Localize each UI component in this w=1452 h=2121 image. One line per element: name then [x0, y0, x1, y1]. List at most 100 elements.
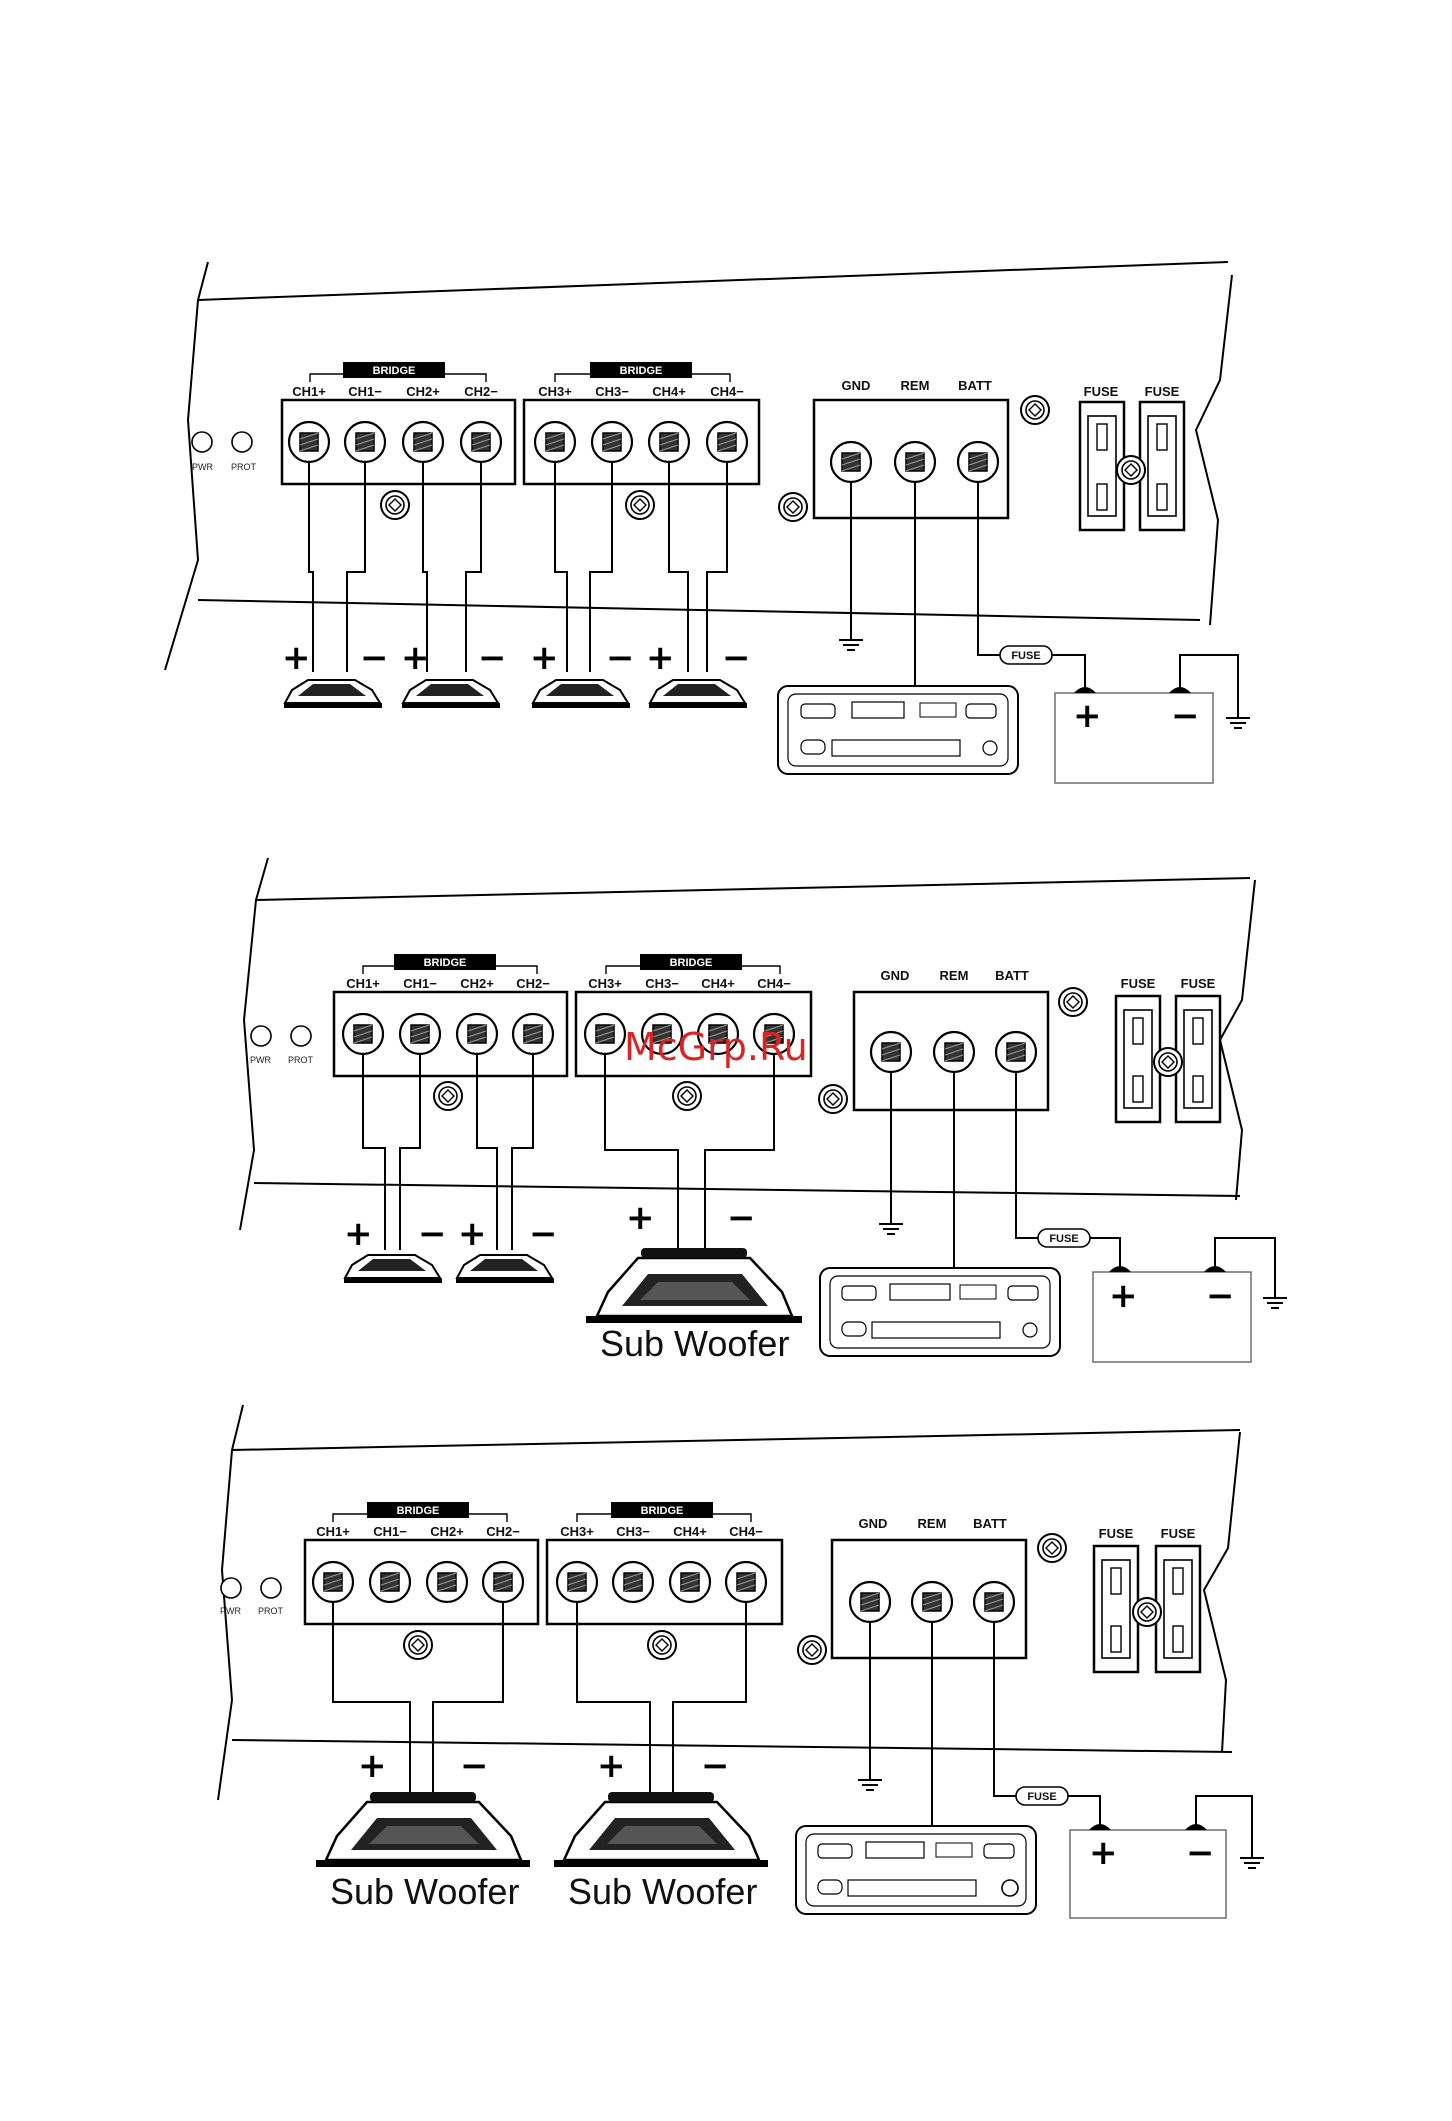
prot-led-label: PROT — [258, 1606, 284, 1616]
inline-fuse-label: FUSE — [1011, 650, 1040, 662]
gnd-label: GND — [859, 1516, 888, 1531]
ch1p-label: CH1+ — [346, 976, 380, 991]
ch4p-label: CH4+ — [652, 384, 686, 399]
plus-sign: + — [458, 1214, 487, 1254]
plus-sign: + — [646, 638, 675, 678]
head-unit — [777, 685, 1019, 775]
pwr-led-label: PWR — [250, 1055, 271, 1065]
diagram-four-channel: PWR PROT BRIDGE BRIDGE CH1+ CH1− CH2+ CH… — [164, 261, 1251, 784]
ch3p-label: CH3+ — [538, 384, 572, 399]
plus-sign: + — [344, 1214, 373, 1254]
batt-label: BATT — [973, 1516, 1007, 1531]
prot-led-label: PROT — [231, 462, 257, 472]
diagram-three-channel: PWR PROT BRIDGE BRIDGE CH1+ CH1− CH2+ CH… — [239, 857, 1288, 1364]
plus-sign: + — [358, 1746, 387, 1786]
ch1m-label: CH1− — [403, 976, 437, 991]
battery-plus: + — [1109, 1276, 1138, 1316]
bridge-label-2: BRIDGE — [641, 1505, 684, 1517]
bridge-label-2: BRIDGE — [620, 365, 663, 377]
fuse-label-left: FUSE — [1121, 976, 1156, 991]
ch3m-label: CH3− — [616, 1524, 650, 1539]
ch3m-label: CH3− — [595, 384, 629, 399]
battery-minus: − — [1186, 1833, 1215, 1873]
fuse-label-right: FUSE — [1161, 1526, 1196, 1541]
ch1p-label: CH1+ — [316, 1524, 350, 1539]
ch1m-label: CH1− — [348, 384, 382, 399]
subwoofer-label-right: Sub Woofer — [568, 1871, 757, 1912]
ch2p-label: CH2+ — [430, 1524, 464, 1539]
head-unit — [819, 1267, 1061, 1357]
plus-sign: + — [282, 638, 311, 678]
head-unit — [795, 1825, 1037, 1915]
ch4m-label: CH4− — [729, 1524, 763, 1539]
minus-sign: − — [727, 1198, 756, 1238]
speaker-ch3 — [531, 679, 630, 708]
battery-plus: + — [1073, 696, 1102, 736]
plus-sign: + — [597, 1746, 626, 1786]
rem-label: REM — [940, 968, 969, 983]
subwoofer-label: Sub Woofer — [600, 1323, 789, 1364]
plus-sign: + — [530, 638, 559, 678]
ch2m-label: CH2− — [464, 384, 498, 399]
inline-fuse-label: FUSE — [1027, 1791, 1056, 1803]
bridge-label-2: BRIDGE — [670, 957, 713, 969]
minus-sign: − — [418, 1214, 447, 1254]
pwr-led-label: PWR — [220, 1606, 241, 1616]
plus-sign: + — [626, 1198, 655, 1238]
ch4p-label: CH4+ — [673, 1524, 707, 1539]
battery-plus: + — [1089, 1833, 1118, 1873]
ch2m-label: CH2− — [516, 976, 550, 991]
bridge-label-1: BRIDGE — [424, 957, 467, 969]
battery-minus: − — [1171, 696, 1200, 736]
fuse-label-left: FUSE — [1084, 384, 1119, 399]
inline-fuse-label: FUSE — [1049, 1233, 1078, 1245]
minus-sign: − — [529, 1214, 558, 1254]
bridge-label-1: BRIDGE — [397, 1505, 440, 1517]
diagram-two-channel-bridged: PWR PROT BRIDGE BRIDGE CH1+ CH1− CH2+ CH… — [217, 1404, 1265, 1919]
ch4m-label: CH4− — [710, 384, 744, 399]
speaker-ch1 — [343, 1254, 442, 1283]
fuse-label-left: FUSE — [1099, 1526, 1134, 1541]
subwoofer — [586, 1248, 802, 1323]
gnd-label: GND — [842, 378, 871, 393]
subwoofer-right — [554, 1792, 768, 1867]
subwoofer-left — [316, 1792, 530, 1867]
prot-led-label: PROT — [288, 1055, 314, 1065]
ch4p-label: CH4+ — [701, 976, 735, 991]
minus-sign: − — [606, 638, 635, 678]
gnd-label: GND — [881, 968, 910, 983]
batt-label: BATT — [995, 968, 1029, 983]
ch3p-label: CH3+ — [560, 1524, 594, 1539]
ch2p-label: CH2+ — [460, 976, 494, 991]
plus-sign: + — [401, 638, 430, 678]
battery: + − — [1069, 1824, 1227, 1919]
speaker-ch2 — [401, 679, 500, 708]
speaker-ch4 — [648, 679, 747, 708]
ch1m-label: CH1− — [373, 1524, 407, 1539]
ch2m-label: CH2− — [486, 1524, 520, 1539]
bridge-label-1: BRIDGE — [373, 365, 416, 377]
ch1p-label: CH1+ — [292, 384, 326, 399]
minus-sign: − — [460, 1746, 489, 1786]
batt-label: BATT — [958, 378, 992, 393]
minus-sign: − — [701, 1746, 730, 1786]
rem-label: REM — [918, 1516, 947, 1531]
battery: + − — [1054, 687, 1214, 784]
watermark: McGrp.Ru — [624, 1025, 808, 1069]
subwoofer-label-left: Sub Woofer — [330, 1871, 519, 1912]
ch4m-label: CH4− — [757, 976, 791, 991]
minus-sign: − — [360, 638, 389, 678]
fuse-label-right: FUSE — [1181, 976, 1216, 991]
battery: + − — [1092, 1266, 1252, 1363]
minus-sign: − — [722, 638, 751, 678]
speaker-ch1 — [283, 679, 382, 708]
ch3p-label: CH3+ — [588, 976, 622, 991]
ch3m-label: CH3− — [645, 976, 679, 991]
rem-label: REM — [901, 378, 930, 393]
ch2p-label: CH2+ — [406, 384, 440, 399]
pwr-led-label: PWR — [192, 462, 213, 472]
battery-minus: − — [1206, 1276, 1235, 1316]
speaker-ch2 — [455, 1254, 554, 1283]
